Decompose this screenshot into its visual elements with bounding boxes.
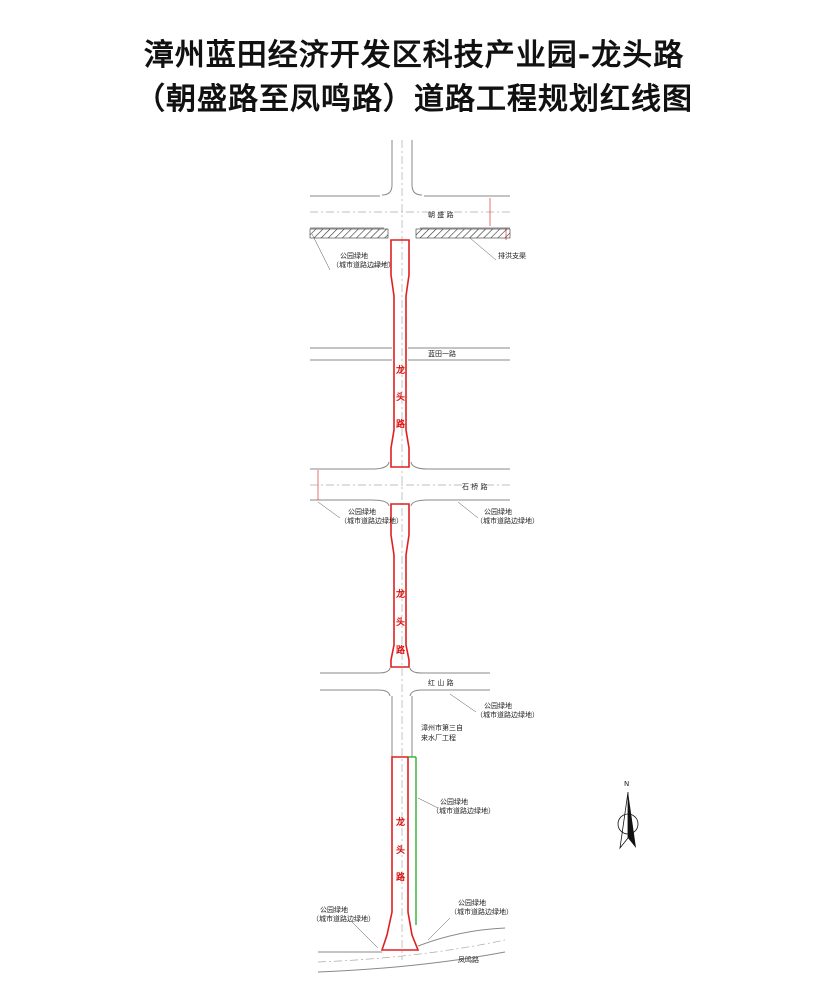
segment-1-label-char-2: 头 [396,391,405,403]
segment-1-label-char-3: 路 [396,418,406,430]
annotation-park-4: 公园绿地 （城市道路边绿地） [449,693,539,719]
svg-text:来水厂工程: 来水厂工程 [421,733,456,742]
annotation-water-plant: 漳州市第三自 来水厂工程 [421,723,463,742]
main-road-edges [381,140,423,960]
svg-text:（城市道路边绿地）: （城市道路边绿地） [332,260,395,269]
red-line-segment-3 [380,756,420,951]
annotation-park-1: 公园绿地 （城市道路边绿地） [311,233,395,271]
red-line-segment-2 [390,503,410,668]
annotation-park-7: 公园绿地 （城市道路边绿地） [427,898,513,941]
annotation-drainage: 排洪支渠 [469,237,526,261]
annotation-park-2: 公园绿地 （城市道路边绿地） [317,501,403,525]
segment-3-label-char-2: 头 [396,844,405,856]
annotation-park-5: 公园绿地 （城市道路边绿地） [417,797,495,815]
drainage-channel-right [415,228,511,239]
svg-text:（城市道路边绿地）: （城市道路边绿地） [312,914,375,923]
page-title-line-2: （朝盛路至凤鸣路）道路工程规划红线图 [135,82,693,117]
svg-text:公园绿地: 公园绿地 [348,507,376,516]
svg-text:公园绿地: 公园绿地 [484,701,512,710]
svg-text:公园绿地: 公园绿地 [320,905,348,914]
segment-2-label-char-3: 路 [396,644,406,656]
shiqiao-road [310,461,510,507]
svg-text:公园绿地: 公园绿地 [458,898,486,907]
svg-text:（城市道路边绿地）: （城市道路边绿地） [476,516,539,525]
svg-text:N: N [624,780,629,788]
road-label-fengming: 凤鸣路 [458,955,479,964]
svg-text:排洪支渠: 排洪支渠 [498,251,526,260]
annotation-park-3: 公园绿地 （城市道路边绿地） [457,501,539,525]
segment-1-label-char-1: 龙 [395,364,405,376]
chaosheng-road [310,195,510,229]
page-title-line-1: 漳州蓝田经济开发区科技产业园-龙头路 [143,38,685,73]
segment-2-label-char-2: 头 [396,616,405,628]
svg-text:（城市道路边绿地）: （城市道路边绿地） [450,907,513,916]
red-line-segment-1 [390,239,410,468]
road-label-lantian-1: 蓝田一路 [428,349,456,358]
svg-text:公园绿地: 公园绿地 [340,251,368,260]
north-arrow-icon: N [617,780,639,850]
segment-3-label-char-1: 龙 [395,816,405,828]
svg-text:（城市道路边绿地）: （城市道路边绿地） [340,516,403,525]
segment-2-label-char-1: 龙 [395,588,405,600]
svg-text:公园绿地: 公园绿地 [484,507,512,516]
hongshan-road [320,667,490,757]
road-label-chaosheng: 朝 盛 路 [428,210,453,219]
svg-text:（城市道路边绿地）: （城市道路边绿地） [432,806,495,815]
annotation-park-6: 公园绿地 （城市道路边绿地） [312,905,379,949]
svg-text:公园绿地: 公园绿地 [440,797,468,806]
segment-3-label-char-3: 路 [396,871,406,883]
lantian-1-road [310,347,510,361]
svg-text:（城市道路边绿地）: （城市道路边绿地） [476,710,539,719]
fengming-road [317,927,506,973]
road-label-shiqiao: 石 桥 路 [462,482,487,491]
svg-text:漳州市第三自: 漳州市第三自 [421,723,463,732]
road-label-hongshan: 红 山 路 [428,678,453,687]
drainage-channel-left [309,228,389,239]
